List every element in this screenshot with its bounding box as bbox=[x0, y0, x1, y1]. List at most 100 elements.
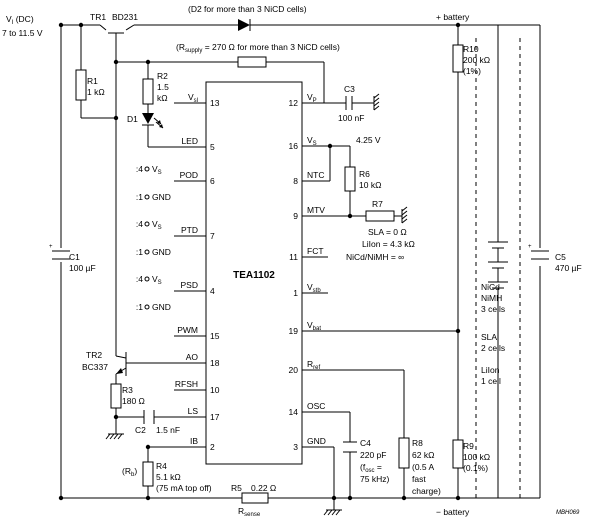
left-pin-number-2: 6 bbox=[210, 176, 215, 186]
psd-div4: :4 bbox=[136, 274, 143, 284]
c4-value: 220 pF bbox=[360, 450, 386, 460]
pod-div4: :4 bbox=[136, 164, 143, 174]
left-pin-number-1: 5 bbox=[210, 142, 215, 152]
left-pin-label-9: IB bbox=[190, 436, 198, 446]
mtv-note-3: NiCd/NiMH = ∞ bbox=[346, 252, 404, 262]
c2-name: C2 bbox=[135, 425, 146, 435]
left-pin-label-3: PTD bbox=[181, 225, 198, 235]
battery-note-3: 3 cells bbox=[481, 304, 505, 314]
battery-note-4: SLA bbox=[481, 332, 497, 342]
ground-tr2 bbox=[105, 433, 124, 440]
ic-body bbox=[205, 81, 303, 465]
right-pin-number-6: 19 bbox=[289, 326, 299, 336]
supply-range: 7 to 11.5 V bbox=[2, 28, 43, 38]
mtv-note-2: LiIon = 4.3 kΩ bbox=[362, 239, 415, 249]
right-pin-label-7: Rref bbox=[307, 359, 320, 371]
tr1-part: BD231 bbox=[112, 12, 138, 22]
left-pin-label-0: Vsl bbox=[188, 92, 198, 104]
r4-name: R4 bbox=[156, 461, 167, 471]
left-pin-number-6: 18 bbox=[210, 358, 220, 368]
right-pin-label-6: Vbat bbox=[307, 320, 321, 332]
capacitor-c1: + bbox=[49, 244, 72, 262]
c2-value: 1.5 nF bbox=[156, 425, 180, 435]
pod-gnd: GND bbox=[152, 192, 171, 202]
r8-line-4: charge) bbox=[412, 486, 441, 496]
ptd-div4: :4 bbox=[136, 219, 143, 229]
r1-name: R1 bbox=[87, 76, 98, 86]
resistor-r3 bbox=[110, 383, 122, 409]
resistor-r4 bbox=[142, 461, 154, 487]
c3-value: 100 nF bbox=[338, 113, 364, 123]
r2-value-2: kΩ bbox=[157, 93, 168, 103]
left-pin-number-5: 15 bbox=[210, 331, 220, 341]
resistor-r6 bbox=[344, 166, 356, 192]
mtv-note-1: SLA = 0 Ω bbox=[368, 227, 407, 237]
right-pin-number-7: 20 bbox=[289, 365, 299, 375]
r8-line-2: (0.5 A bbox=[412, 462, 435, 472]
battery-note-1: NiCd bbox=[481, 282, 500, 292]
minus-battery-label: − battery bbox=[436, 507, 470, 517]
left-pin-number-4: 4 bbox=[210, 286, 215, 296]
r10-value: 200 kΩ bbox=[463, 55, 490, 65]
r10-name: R10 bbox=[463, 44, 479, 54]
resistor-r7 bbox=[365, 210, 395, 222]
drawing-code: MBH069 bbox=[556, 510, 580, 516]
left-pin-label-7: RFSH bbox=[175, 379, 198, 389]
tr2-name: TR2 bbox=[86, 350, 102, 360]
r2-value-1: 1.5 bbox=[157, 82, 169, 92]
right-pin-label-1: VS bbox=[307, 135, 317, 147]
battery-note-5: 2 cells bbox=[481, 343, 505, 353]
c4-freq: 75 kHz) bbox=[360, 474, 389, 484]
right-pin-number-9: 3 bbox=[293, 442, 298, 452]
left-pin-number-8: 17 bbox=[210, 412, 220, 422]
svg-text:+: + bbox=[528, 244, 532, 250]
right-pin-number-4: 11 bbox=[289, 252, 298, 262]
ptd-vs: VS bbox=[152, 219, 162, 231]
svg-text:+: + bbox=[49, 244, 53, 250]
left-pin-number-9: 2 bbox=[210, 442, 215, 452]
rsupply-note: (Rsupply = 270 Ω for more than 3 NiCD ce… bbox=[176, 42, 340, 54]
r3-name: R3 bbox=[122, 385, 133, 395]
r9-name: R9 bbox=[463, 441, 474, 451]
right-pin-label-4: FCT bbox=[307, 246, 324, 256]
r4-value: 5.1 kΩ bbox=[156, 472, 181, 482]
psd-div1: :1 bbox=[136, 302, 143, 312]
led-d1 bbox=[142, 113, 164, 129]
c4-fosc: (fosc = bbox=[360, 462, 382, 474]
left-pin-number-0: 13 bbox=[210, 98, 220, 108]
r4-note: (75 mA top off) bbox=[156, 483, 212, 493]
capacitor-c5: + bbox=[528, 244, 551, 262]
r8-name: R8 bbox=[412, 438, 423, 448]
right-pin-label-2: NTC bbox=[307, 170, 324, 180]
psd-gnd: GND bbox=[152, 302, 171, 312]
capacitor-c2 bbox=[143, 410, 155, 424]
right-pin-label-0: VP bbox=[307, 92, 317, 104]
wires bbox=[60, 24, 541, 510]
right-pin-label-9: GND bbox=[307, 436, 326, 446]
right-pin-number-8: 14 bbox=[289, 407, 299, 417]
right-pin-number-5: 1 bbox=[293, 288, 298, 298]
left-pin-label-2: POD bbox=[180, 170, 198, 180]
r1-value: 1 kΩ bbox=[87, 87, 105, 97]
left-pin-label-1: LED bbox=[181, 136, 198, 146]
c3-name: C3 bbox=[344, 84, 355, 94]
ptd-div1: :1 bbox=[136, 247, 143, 257]
battery bbox=[488, 241, 508, 292]
tr2-emitter-arrow bbox=[116, 368, 123, 374]
plus-battery-label: + battery bbox=[436, 12, 470, 22]
c1-value: 100 µF bbox=[69, 263, 96, 273]
left-pin-label-6: AO bbox=[186, 352, 199, 362]
r9-value: 100 kΩ bbox=[463, 452, 490, 462]
r10-tolerance: (1%) bbox=[463, 66, 481, 76]
resistor-r5 bbox=[241, 492, 269, 504]
right-pin-label-3: MTV bbox=[307, 205, 325, 215]
tr1-name: TR1 bbox=[90, 12, 106, 22]
resistor-r8 bbox=[398, 437, 410, 469]
supply-label: VI (DC) bbox=[6, 14, 34, 26]
d2-note: (D2 for more than 3 NiCD cells) bbox=[188, 4, 307, 14]
selector-terminals bbox=[144, 166, 150, 310]
junction-dots bbox=[58, 22, 461, 501]
ground-main bbox=[323, 509, 342, 516]
tr2-part: BC337 bbox=[82, 362, 108, 372]
